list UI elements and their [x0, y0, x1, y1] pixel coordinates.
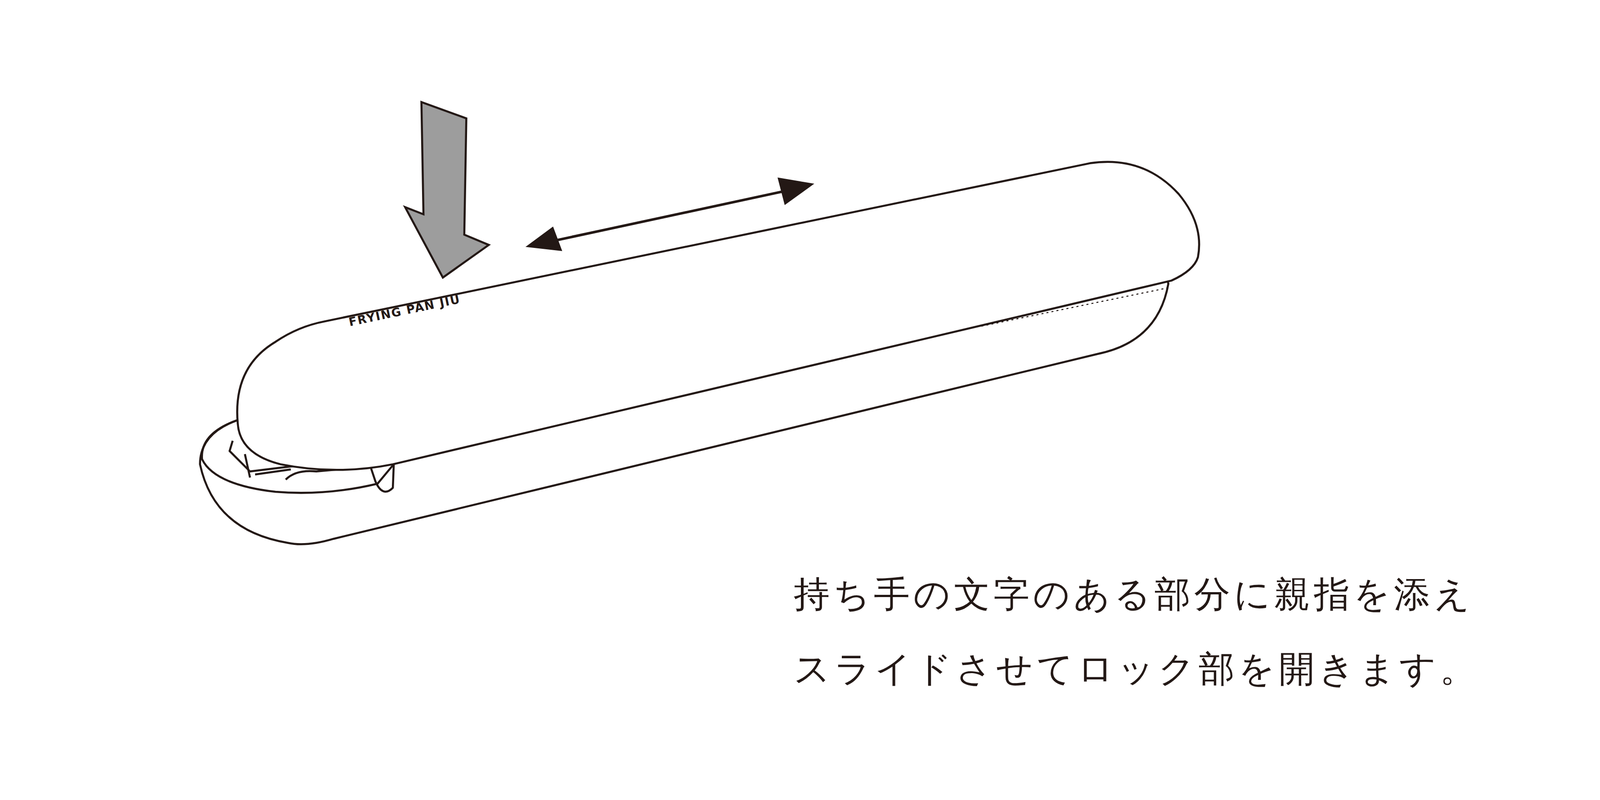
press-arrow [404, 102, 489, 278]
instruction-text: スライドさせてロック部を開きます。 [793, 651, 1480, 688]
handle-lid [237, 161, 1200, 471]
slide-arrow-head [777, 177, 815, 206]
instruction-text: 持ち手の文字のある部分に親指を添え [793, 576, 1475, 613]
slide-arrow-shaft [548, 189, 791, 243]
lid-edge [979, 287, 1169, 327]
slide-arrow-head [525, 226, 563, 251]
